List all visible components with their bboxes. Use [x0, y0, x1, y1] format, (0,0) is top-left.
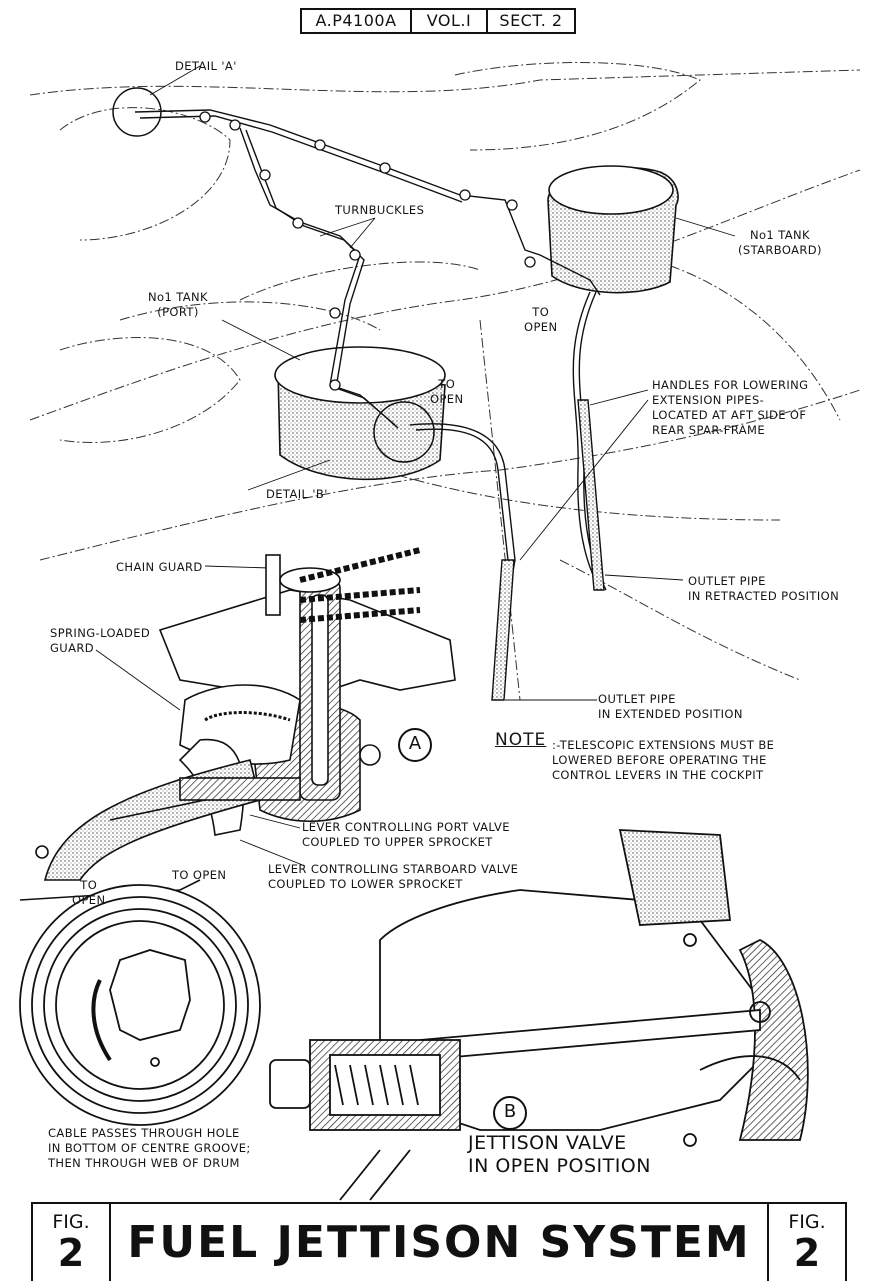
to-open-port-label: TO OPEN: [430, 377, 464, 406]
header-ap-number: A.P4100A: [300, 8, 412, 34]
turnbuckles-label: TURNBUCKLES: [335, 203, 425, 217]
detail-a-label: DETAIL 'A': [175, 59, 237, 73]
handles-label: HANDLES FOR LOWERING EXTENSION PIPES- LO…: [652, 378, 809, 437]
fig-number-right: 2: [793, 1231, 821, 1275]
fig-cell-left: FIG. 2: [33, 1204, 109, 1281]
jettison-valve: [269, 829, 809, 1201]
detail-b-marker: B: [493, 1096, 527, 1130]
detail-a-mechanism: [19, 547, 456, 901]
fig-word-right: FIG.: [788, 1211, 826, 1233]
fig-word-left: FIG.: [52, 1211, 90, 1233]
leader-lines: [95, 65, 736, 867]
lever-port-label: LEVER CONTROLLING PORT VALVE COUPLED TO …: [302, 820, 510, 849]
lever-starboard-label: LEVER CONTROLLING STARBOARD VALVE COUPLE…: [268, 862, 519, 891]
detail-b-circle: [373, 401, 435, 463]
starboard-tank: [547, 165, 679, 294]
control-cables: [134, 109, 607, 701]
note-block: NOTE: [495, 730, 547, 750]
outlet-retracted-label: OUTLET PIPE IN RETRACTED POSITION: [688, 574, 840, 603]
port-tank-label: No1 TANK (PORT): [148, 290, 208, 319]
header-volume: VOL.I: [410, 8, 488, 34]
detail-a-circle: [112, 87, 162, 137]
port-tank: [274, 346, 446, 481]
title-block: FIG. 2 FUEL JETTISON SYSTEM FIG. 2: [31, 1202, 847, 1281]
jettison-valve-label: JETTISON VALVE IN OPEN POSITION: [468, 1132, 651, 1177]
outlet-extended-label: OUTLET PIPE IN EXTENDED POSITION: [598, 692, 743, 721]
note-heading: NOTE: [495, 730, 547, 750]
to-open-handle-label: TO OPEN: [72, 878, 106, 907]
spring-guard-label: SPRING-LOADED GUARD: [50, 626, 151, 655]
airframe-outline: [29, 62, 861, 701]
outlet-pipes: [491, 399, 605, 701]
cable-drum: [19, 884, 261, 1126]
to-open-lever-label: TO OPEN: [172, 868, 227, 882]
fig-number-left: 2: [57, 1231, 85, 1275]
starboard-tank-label: No1 TANK (STARBOARD): [738, 228, 822, 257]
detail-b-label: DETAIL 'B': [266, 487, 328, 501]
to-open-starboard-label: TO OPEN: [524, 305, 558, 334]
system-title: FUEL JETTISON SYSTEM: [109, 1204, 769, 1281]
fig-cell-right: FIG. 2: [769, 1204, 845, 1281]
note-body: :-TELESCOPIC EXTENSIONS MUST BE LOWERED …: [552, 738, 775, 782]
cable-note-label: CABLE PASSES THROUGH HOLE IN BOTTOM OF C…: [48, 1126, 251, 1170]
chain-guard-label: CHAIN GUARD: [116, 560, 203, 574]
pulleys: [199, 111, 536, 391]
detail-a-marker: A: [398, 728, 432, 762]
header-section: SECT. 2: [486, 8, 576, 34]
